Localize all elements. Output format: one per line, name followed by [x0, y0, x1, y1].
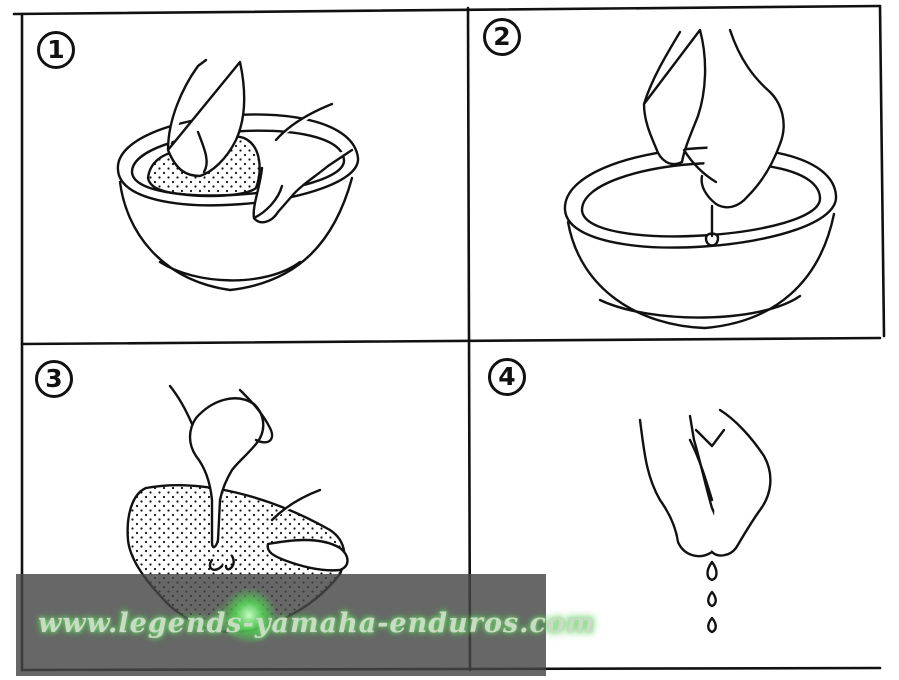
step-number-2: 2 — [483, 18, 521, 56]
drip-4-a — [708, 562, 717, 580]
hand-2-left — [644, 30, 705, 164]
bowl-2-inner — [582, 163, 820, 237]
panel-1-illustration — [118, 60, 358, 290]
watermark-text: www.legends-yamaha-enduros.com — [38, 608, 538, 639]
step-number-3: 3 — [35, 360, 73, 398]
step-number-4: 4 — [488, 358, 526, 396]
drip-4-c — [708, 618, 716, 632]
hand-4-left — [640, 416, 718, 556]
panel-2-illustration — [565, 30, 836, 328]
panel-4-illustration — [640, 410, 770, 632]
hand-1-right — [254, 104, 352, 222]
drip-2 — [706, 206, 718, 246]
drip-4-b — [708, 592, 716, 606]
hand-4-right — [712, 410, 770, 555]
watermark-banner: www.legends-yamaha-enduros.com — [16, 574, 546, 676]
step-number-1: 1 — [37, 31, 75, 69]
